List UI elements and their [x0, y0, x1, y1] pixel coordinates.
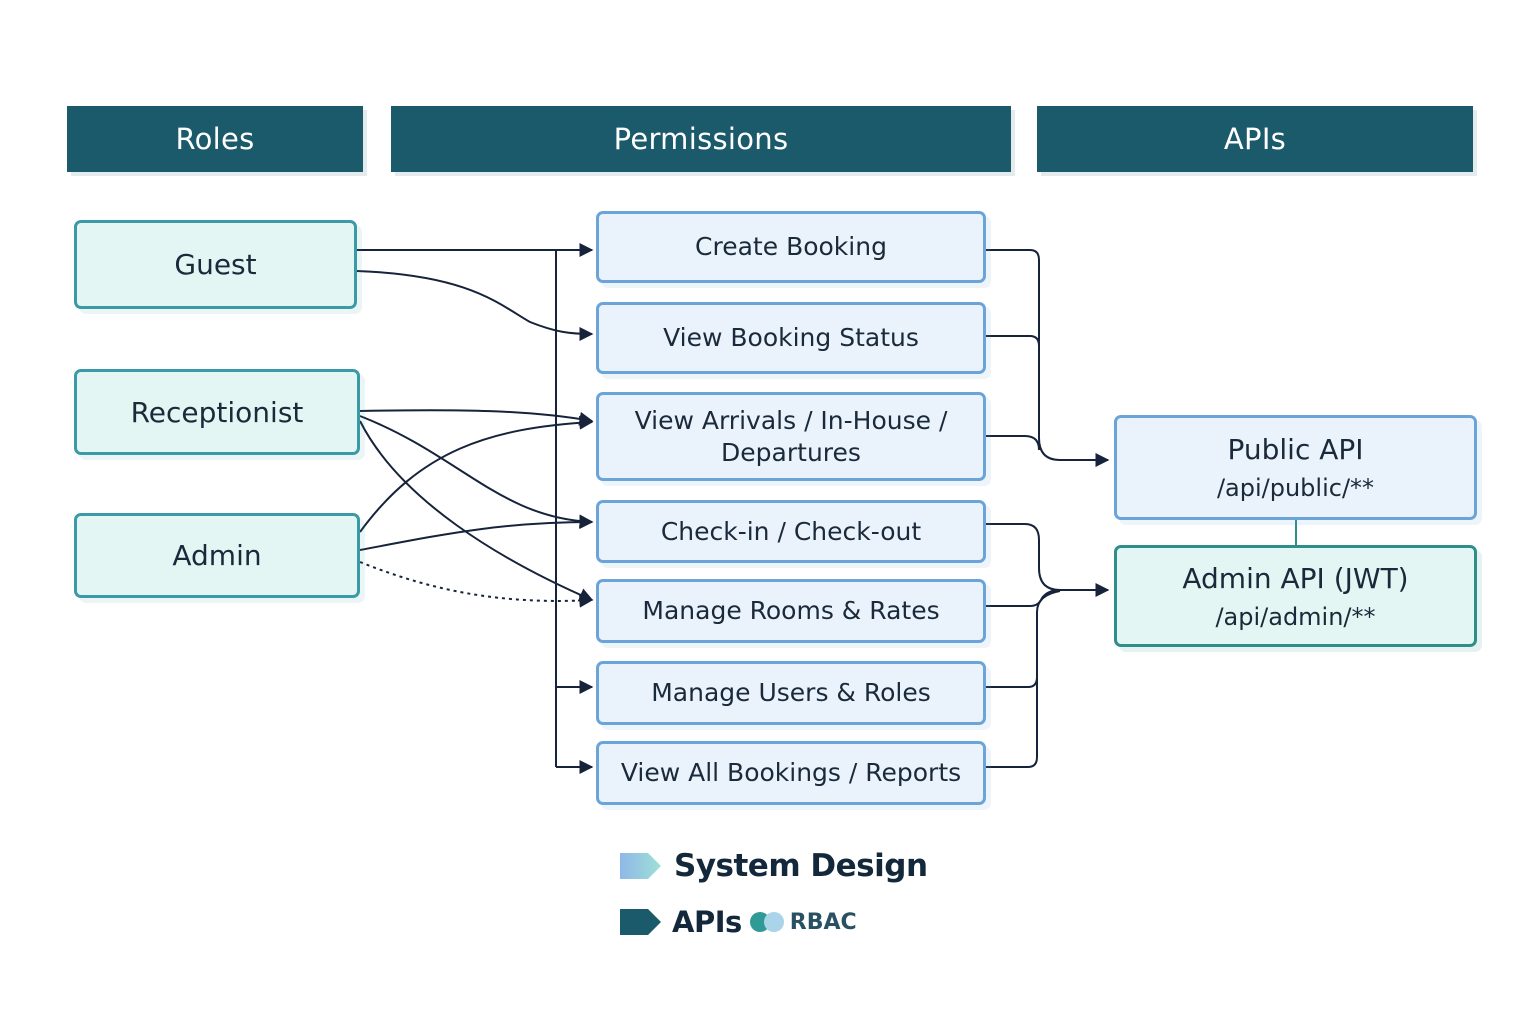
legend-rbac: RBAC	[789, 909, 857, 935]
edge-receptionist-checkin	[359, 415, 594, 529]
edge-rooms-admin	[986, 589, 1061, 607]
legend-apis-rbac: APIs RBAC	[620, 905, 857, 939]
edge-receptionist-arrivals	[359, 409, 594, 426]
perm-view-all-bookings-label: View All Bookings / Reports	[620, 758, 962, 788]
edge-admin-arrivals	[359, 415, 594, 533]
legend-apis: APIs	[672, 905, 742, 939]
api-admin[interactable]: Admin API (JWT) /api/admin/**	[1114, 545, 1477, 647]
perm-manage-rooms-rates[interactable]: Manage Rooms & Rates	[596, 579, 986, 643]
perm-view-booking-status-label: View Booking Status	[663, 323, 919, 353]
edge-guest-view-status	[356, 270, 594, 341]
apis-header: APIs	[1037, 106, 1473, 172]
role-admin[interactable]: Admin	[74, 513, 360, 598]
edge-admin-rooms-dotted	[359, 561, 594, 608]
role-admin-label: Admin	[172, 539, 262, 572]
api-admin-title: Admin API (JWT)	[1182, 561, 1409, 595]
perm-view-booking-status[interactable]: View Booking Status	[596, 302, 986, 374]
edge-create-booking-public	[986, 249, 1110, 467]
role-guest[interactable]: Guest	[74, 220, 357, 309]
edge-checkin-admin	[986, 523, 1110, 597]
perm-create-booking[interactable]: Create Booking	[596, 211, 986, 283]
perm-view-arrivals[interactable]: View Arrivals / In-House / Departures	[596, 392, 986, 481]
light-arrow-icon	[620, 853, 661, 879]
api-admin-path: /api/admin/**	[1215, 602, 1376, 631]
dark-arrow-icon	[620, 909, 661, 935]
perm-check-in-out-label: Check-in / Check-out	[660, 516, 922, 546]
edge-arrivals-public	[986, 435, 1040, 451]
perm-manage-users-roles-label: Manage Users & Roles	[651, 678, 931, 708]
legend-system-design: System Design	[620, 848, 928, 884]
role-guest-label: Guest	[174, 248, 257, 281]
roles-header: Roles	[67, 106, 363, 172]
perm-view-all-bookings[interactable]: View All Bookings / Reports	[596, 741, 986, 805]
perm-manage-users-roles[interactable]: Manage Users & Roles	[596, 661, 986, 725]
legend-title: System Design	[674, 848, 928, 884]
edge-receptionist-rooms	[359, 420, 594, 602]
edge-admin-checkin	[359, 515, 594, 551]
perm-view-arrivals-label: View Arrivals / In-House / Departures	[634, 406, 948, 467]
edge-view-status-public	[986, 335, 1040, 347]
api-public[interactable]: Public API /api/public/**	[1114, 415, 1477, 520]
perm-manage-rooms-rates-label: Manage Rooms & Rates	[642, 596, 940, 626]
perm-create-booking-label: Create Booking	[695, 232, 887, 262]
api-public-title: Public API	[1227, 433, 1364, 466]
perm-check-in-out[interactable]: Check-in / Check-out	[596, 500, 986, 563]
api-public-path: /api/public/**	[1216, 474, 1375, 502]
role-bus-line	[357, 249, 557, 767]
role-receptionist-label: Receptionist	[130, 395, 304, 429]
edge-reports-admin	[986, 612, 1038, 768]
permissions-header: Permissions	[391, 106, 1011, 172]
light-blue-dot-icon	[763, 912, 784, 932]
role-receptionist[interactable]: Receptionist	[74, 369, 360, 455]
